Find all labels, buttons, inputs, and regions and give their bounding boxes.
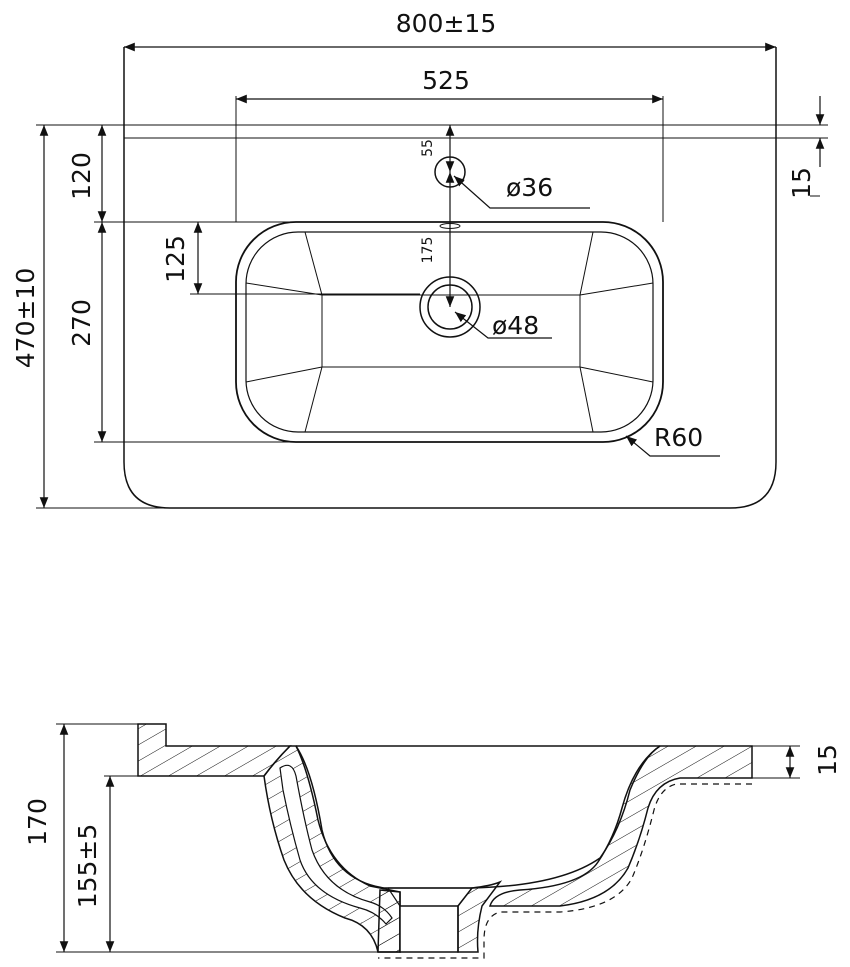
section-bottom-left	[377, 889, 401, 953]
bowl-floor	[321, 294, 581, 368]
dim-overall-depth: 470±10	[11, 268, 40, 368]
section-bottom-right	[457, 880, 503, 953]
section-right-wall	[489, 745, 753, 907]
dim-bowl-depth: 270	[67, 299, 96, 347]
section-left-slab	[137, 723, 292, 777]
dim-tap-hole: ø36	[506, 173, 553, 202]
dim-bowl-width: 525	[422, 66, 470, 95]
hidden-outline	[378, 783, 752, 959]
dim-tap-to-drain: 175	[420, 237, 436, 264]
dim-drain-hole: ø48	[492, 311, 539, 340]
dim-bowl-to-drain: 125	[161, 235, 190, 283]
dim-top-thickness: 15	[787, 167, 816, 199]
top-view-dimensions	[36, 42, 825, 509]
bowl-inner-profile	[295, 745, 661, 889]
dim-overall-width: 800±15	[396, 9, 496, 38]
top-view	[36, 47, 828, 509]
dim-mount-height: 155±5	[73, 824, 102, 909]
dim-edge-to-tap: 55	[420, 139, 436, 157]
dim-front-to-bowl: 120	[67, 152, 96, 200]
dim-side-thickness: 15	[813, 744, 842, 776]
section-dimensions	[56, 723, 800, 953]
section-view	[137, 723, 753, 959]
countertop-outline	[123, 47, 777, 509]
dim-total-height: 170	[23, 798, 52, 846]
drain-insert	[399, 905, 459, 953]
dim-corner-radius: R60	[654, 423, 703, 452]
